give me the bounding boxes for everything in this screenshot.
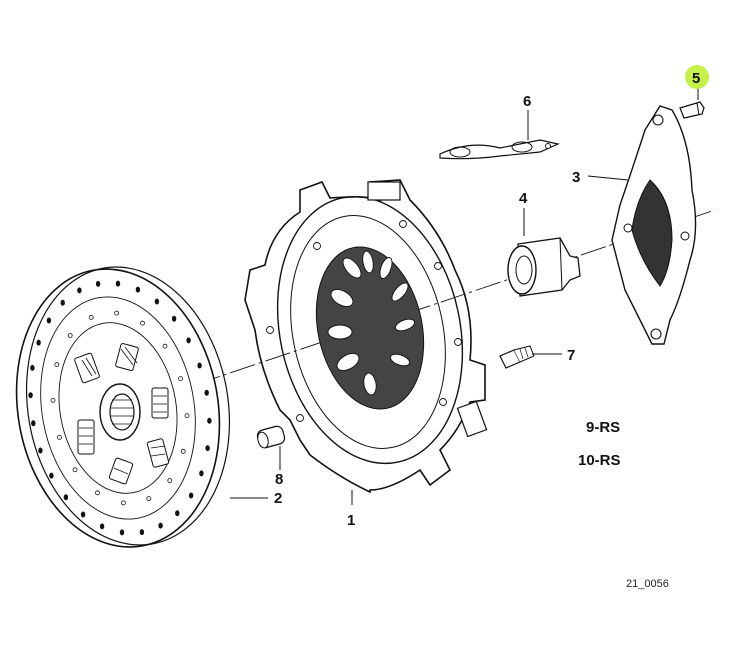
rivet-hole <box>175 510 180 517</box>
inner-rivet <box>140 320 145 326</box>
inner-rivet <box>114 310 119 316</box>
rivet-hole <box>36 339 41 346</box>
rivet-hole <box>46 317 52 324</box>
leader-lines <box>230 88 699 505</box>
note-10-rs: 10-RS <box>578 452 621 469</box>
inner-rivet <box>184 413 190 419</box>
pivot-pin <box>679 101 705 119</box>
rivet-hole <box>158 522 163 529</box>
center-axis <box>89 209 716 421</box>
retaining-clip <box>439 139 560 160</box>
note-9-rs: 9-RS <box>586 419 620 436</box>
rivet-hole <box>119 529 125 536</box>
inner-rivet <box>57 434 62 440</box>
diaphragm-fingers <box>327 250 416 396</box>
variant-notes: 9-RS 10-RS <box>578 419 621 469</box>
dowel-pin <box>256 425 286 449</box>
disc-rivet-holes <box>28 280 212 536</box>
callout-4: 4 <box>519 190 528 207</box>
callout-3: 3 <box>572 169 580 186</box>
rivet-hole <box>38 447 43 454</box>
rivet-hole <box>197 362 202 369</box>
inner-rivet <box>95 490 100 496</box>
rivet-hole <box>80 511 86 518</box>
rivet-hole <box>49 472 54 479</box>
rivet-hole <box>31 420 36 427</box>
callout-6: 6 <box>523 93 531 110</box>
callout-labels: 1 2 3 4 5 6 7 8 <box>274 65 709 529</box>
release-bearing <box>507 237 581 297</box>
cover-tab-top <box>367 181 401 201</box>
cover-rivets <box>266 220 462 422</box>
callout-7: 7 <box>567 347 575 364</box>
callout-1: 1 <box>347 512 355 529</box>
inner-rivet <box>167 478 173 483</box>
rivet-hole <box>205 445 210 452</box>
highlight-marker <box>685 65 709 89</box>
inner-rivet <box>162 343 168 349</box>
inner-rivet <box>72 467 78 473</box>
spring-coils <box>79 346 167 475</box>
clutch-disc <box>15 266 231 548</box>
rivet-hole <box>95 280 101 287</box>
rivet-hole <box>171 315 177 322</box>
rivet-hole <box>63 494 69 501</box>
release-lever <box>611 105 697 345</box>
rivet-hole <box>199 470 204 477</box>
inner-rivet <box>54 362 60 368</box>
inner-rivet <box>180 448 186 454</box>
rivet-hole <box>60 299 65 306</box>
callout-2: 2 <box>274 490 282 507</box>
bolt <box>499 345 535 369</box>
rivet-hole <box>99 523 105 530</box>
inner-rivet <box>50 397 56 403</box>
cover-tab-right <box>456 400 488 438</box>
rivet-hole <box>204 389 209 396</box>
pressure-plate <box>244 179 488 494</box>
inner-rivet <box>146 496 152 502</box>
rivet-hole <box>207 417 212 424</box>
inner-rivet <box>88 314 94 320</box>
rivet-hole <box>188 492 194 499</box>
disc-hub-spline <box>109 393 135 431</box>
rivet-hole <box>154 298 160 305</box>
inner-rivet <box>67 333 73 338</box>
inner-rivet <box>178 376 184 382</box>
rivet-hole <box>186 337 191 344</box>
rivet-hole <box>30 364 35 371</box>
callout-8: 8 <box>275 471 283 488</box>
rivet-hole <box>115 280 121 287</box>
rivet-hole <box>135 286 141 293</box>
rivet-hole <box>139 529 145 536</box>
inner-rivet <box>121 500 126 506</box>
callout-5: 5 <box>692 70 700 87</box>
rivet-hole <box>28 392 33 399</box>
rivet-hole <box>77 287 82 294</box>
figure-code: 21_0056 <box>626 578 669 590</box>
